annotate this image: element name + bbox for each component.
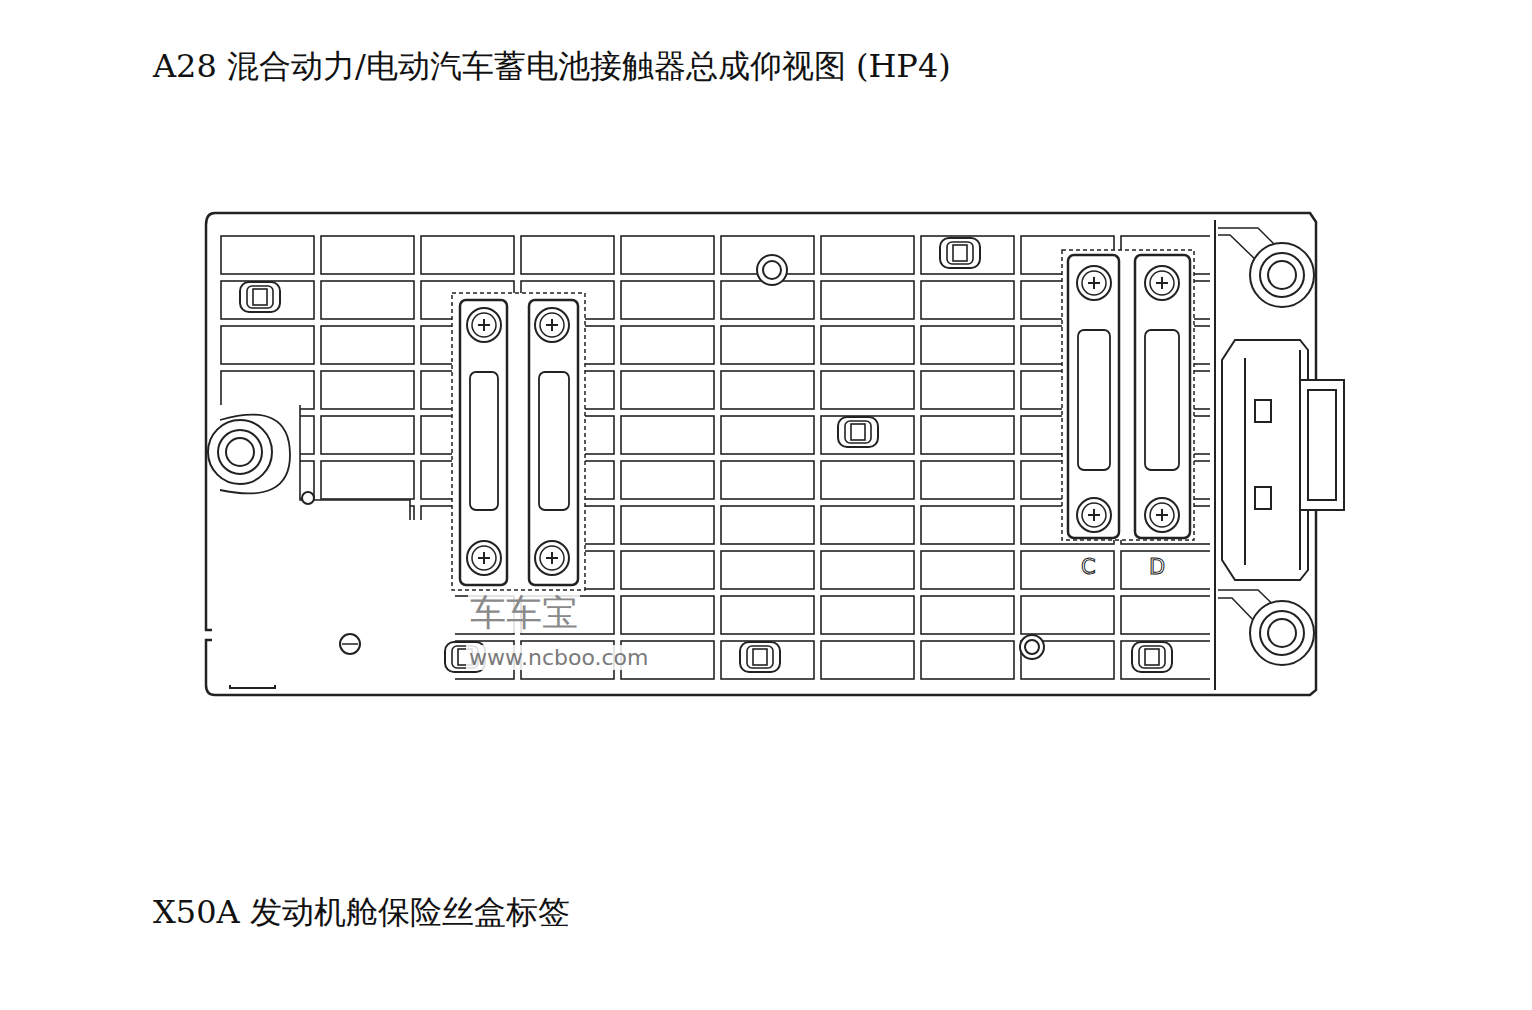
terminal-mark: D xyxy=(1147,555,1167,579)
watermark: 车车宝 xyxy=(468,592,580,633)
mount-holes xyxy=(208,243,1314,665)
watermark-url: www.ncboo.com xyxy=(466,645,651,670)
terminal-mark: C xyxy=(1079,555,1098,579)
section-heading: X50A 发动机舱保险丝盒标签 xyxy=(153,894,570,931)
busbars xyxy=(452,250,1194,590)
housing xyxy=(206,213,1316,695)
page-title: A28 混合动力/电动汽车蓄电池接触器总成仰视图 (HP4) xyxy=(153,48,951,85)
connector xyxy=(1222,340,1344,580)
bosses xyxy=(240,238,1172,672)
